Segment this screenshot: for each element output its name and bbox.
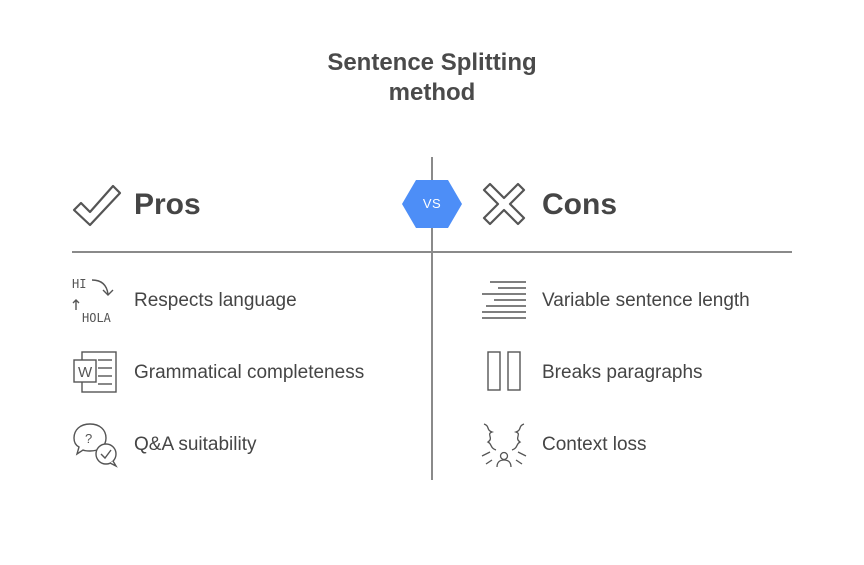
svg-text:W: W [78, 364, 93, 381]
confused-person-icon [480, 420, 528, 468]
vertical-divider [431, 157, 433, 480]
svg-text:HOLA: HOLA [82, 311, 112, 324]
translate-icon: HI HOLA [72, 276, 120, 324]
title-line-1: Sentence Splitting [327, 49, 537, 76]
cross-icon [480, 180, 530, 230]
horizontal-divider [72, 251, 792, 253]
cons-item-breaks-paragraphs: Breaks paragraphs [542, 362, 703, 383]
title-line-2: method [388, 79, 476, 106]
pros-item-qa-suitability: Q&A suitability [134, 434, 257, 455]
cons-heading: Cons [542, 188, 617, 221]
pros-item-respects-language: Respects language [134, 290, 297, 311]
chat-question-icon: ? [72, 420, 120, 468]
vs-badge: VS [402, 180, 462, 228]
vs-label: VS [422, 196, 442, 211]
word-document-icon: W [72, 348, 120, 396]
cons-item-variable-sentence-length: Variable sentence length [542, 290, 750, 311]
checkmark-icon [72, 180, 122, 230]
svg-text:HI: HI [72, 277, 86, 291]
double-arrow-icon [402, 180, 462, 228]
pros-item-grammatical-completeness: Grammatical completeness [134, 362, 365, 383]
svg-text:?: ? [85, 431, 92, 446]
cons-item-context-loss: Context loss [542, 434, 647, 455]
diagram-title: Sentence Splitting method [0, 48, 864, 108]
pros-heading: Pros [134, 188, 201, 221]
pause-bars-icon [480, 348, 528, 396]
text-lines-icon [480, 276, 528, 324]
